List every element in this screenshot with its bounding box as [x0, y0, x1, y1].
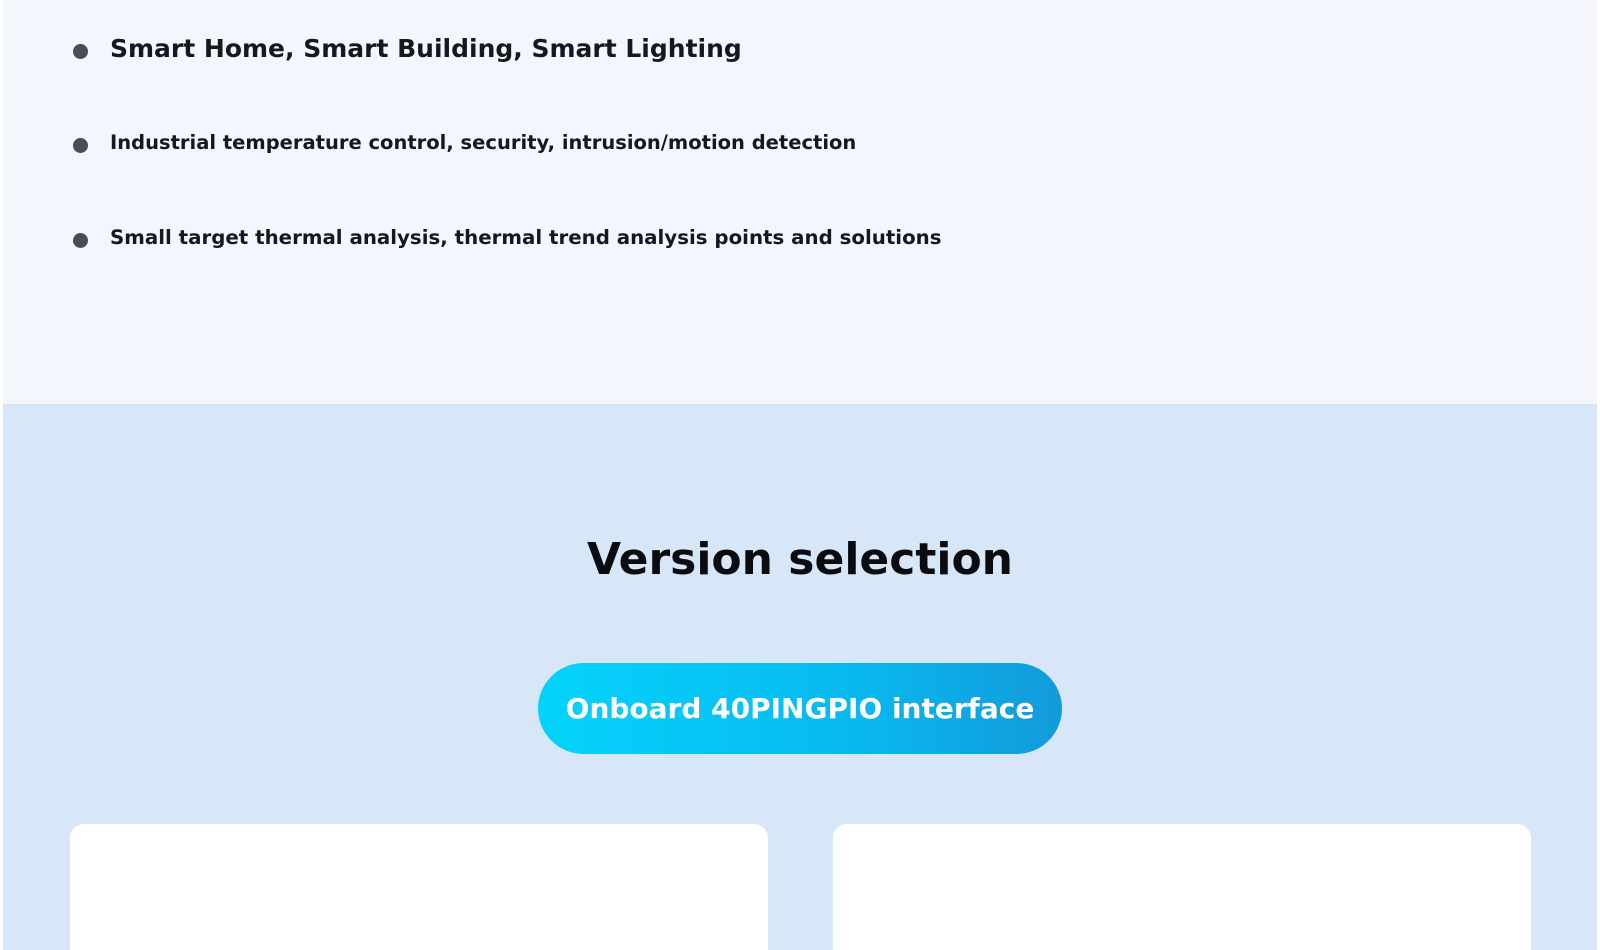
version-card-left[interactable]: [70, 824, 768, 950]
applications-section: Smart Home, Smart Building, Smart Lighti…: [3, 0, 1597, 404]
version-tab-40pin-gpio[interactable]: Onboard 40PINGPIO interface: [538, 663, 1062, 754]
bullet-dot-icon: [73, 138, 88, 153]
application-text: Industrial temperature control, security…: [110, 131, 857, 154]
application-text: Small target thermal analysis, thermal t…: [110, 226, 942, 249]
application-text: Smart Home, Smart Building, Smart Lighti…: [110, 34, 742, 63]
list-item: Small target thermal analysis, thermal t…: [73, 226, 942, 249]
bullet-dot-icon: [73, 233, 88, 248]
list-item: Industrial temperature control, security…: [73, 131, 856, 154]
version-selection-section: Version selection Onboard 40PINGPIO inte…: [3, 404, 1597, 950]
section-title: Version selection: [586, 534, 1014, 585]
bullet-dot-icon: [73, 44, 88, 59]
version-card-right[interactable]: [833, 824, 1531, 950]
list-item: Smart Home, Smart Building, Smart Lighti…: [73, 34, 742, 63]
